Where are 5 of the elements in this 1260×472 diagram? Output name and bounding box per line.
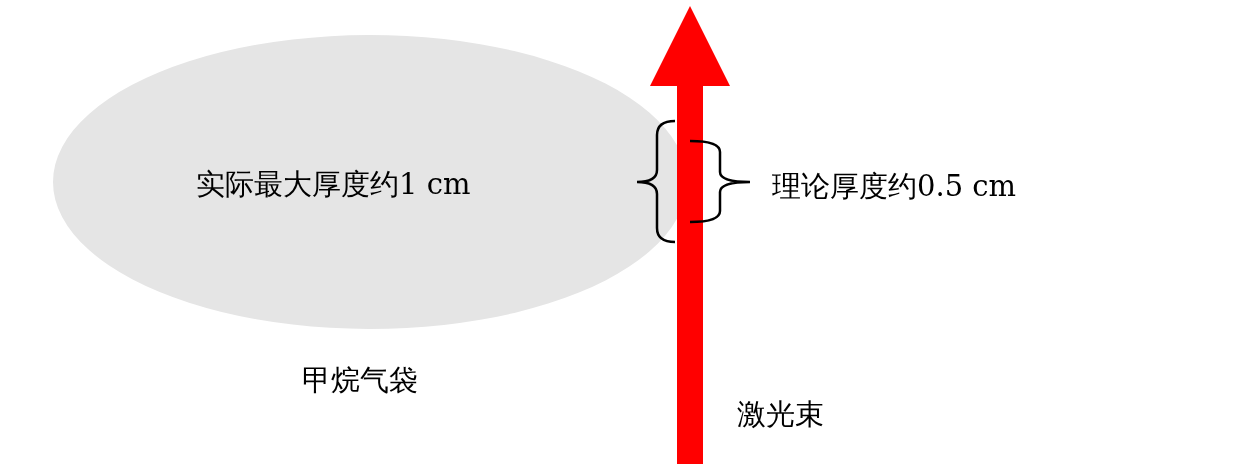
laser-beam-label: 激光束	[737, 396, 824, 432]
gas-bag-label: 甲烷气袋	[302, 362, 418, 398]
thickness-label: 理论厚度约0.5 cm	[772, 168, 1017, 204]
gas-bag-ellipse	[53, 35, 677, 329]
thickness-label: 实际最大厚度约1 cm	[196, 166, 471, 202]
